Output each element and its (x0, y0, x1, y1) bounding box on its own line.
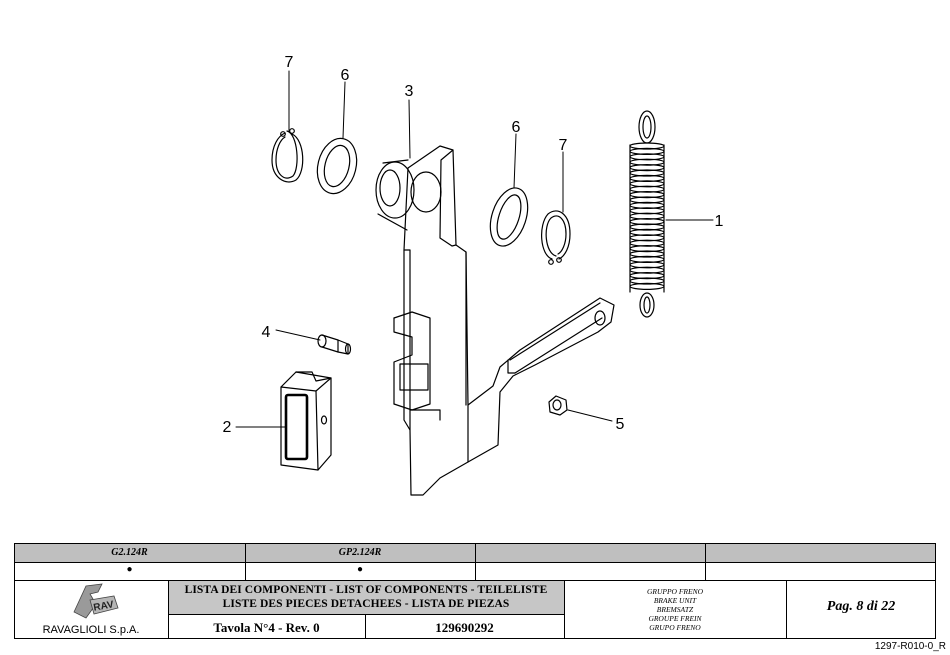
callout-4: 4 (262, 324, 271, 341)
group-name-it: GRUPPO FRENO (646, 587, 704, 596)
part-number: 129690292 (435, 620, 494, 635)
group-names: GRUPPO FRENO BRAKE UNIT BREMSATZ GROUPE … (564, 587, 786, 632)
list-title-line-2: LISTE DES PIECES DETACHEES - LISTA DE PI… (222, 598, 510, 610)
circlip-part-right (541, 210, 571, 265)
document-reference: 1297-R010-0_R (874, 641, 946, 652)
group-name-en: BRAKE UNIT (653, 596, 697, 605)
model-name-2: GP2.124R (338, 547, 382, 558)
spring-part (629, 110, 665, 318)
model-mark-2: ● (356, 564, 364, 575)
model-name-1: G2.124R (111, 547, 148, 558)
company-name: RAVAGLIOLI S.p.A. (42, 624, 140, 636)
nut-part (548, 395, 568, 416)
page-number: Pag. 8 di 22 (826, 599, 896, 614)
callout-6-right: 6 (512, 119, 521, 136)
callout-7-left: 7 (285, 54, 294, 71)
washer-part-right (489, 187, 529, 247)
circlip-part-left (271, 128, 304, 183)
list-title-background (168, 581, 564, 614)
group-name-de: BREMSATZ (656, 605, 694, 614)
washer-part-left (316, 137, 358, 195)
group-name-fr: GROUPE FREIN (648, 614, 702, 623)
model-mark-1: ● (126, 564, 133, 575)
callout-7-right: 7 (559, 137, 568, 154)
pin-part (317, 334, 352, 355)
list-title-line-1: LISTA DEI COMPONENTI - LIST OF COMPONENT… (184, 584, 548, 596)
logo-text: RAV (93, 599, 115, 613)
exploded-view-drawing: 1 2 3 4 5 6 6 7 7 (223, 54, 724, 496)
brake-pad-part (280, 371, 332, 471)
callout-5: 5 (616, 416, 625, 433)
leader-lines (235, 70, 714, 428)
callout-2: 2 (223, 419, 232, 436)
table-revision-label: Tavola N°4 - Rev. 0 (213, 620, 320, 635)
callout-1: 1 (715, 213, 724, 230)
callout-6-left: 6 (341, 67, 350, 84)
ravaglioli-logo: RAV (73, 583, 119, 619)
brake-lever-part (375, 145, 615, 496)
group-name-es: GRUPO FRENO (649, 623, 701, 632)
callout-3: 3 (405, 83, 414, 100)
